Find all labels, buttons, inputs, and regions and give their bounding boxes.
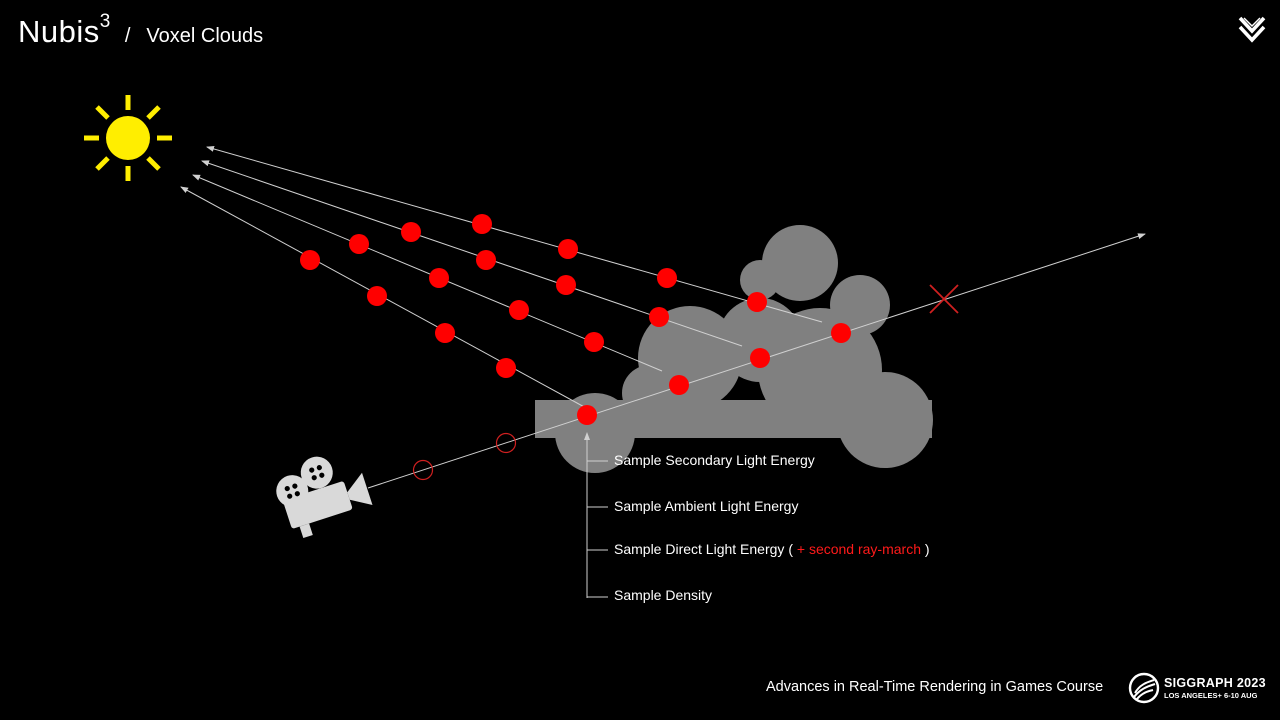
density-sample-3 (750, 348, 770, 368)
sun-icon (84, 95, 172, 181)
light-sample (558, 239, 578, 259)
density-sample-1 (577, 405, 597, 425)
light-sample (657, 268, 677, 288)
conference-name: SIGGRAPH 2023 (1164, 676, 1266, 690)
title-bar: Nubis3 / Voxel Clouds (18, 10, 264, 50)
light-sample (435, 323, 455, 343)
camera-icon (276, 456, 373, 539)
light-sample (584, 332, 604, 352)
paren-open: ( (788, 541, 793, 557)
light-sample (496, 358, 516, 378)
light-sample (476, 250, 496, 270)
siggraph-badge: SIGGRAPH 2023 LOS ANGELES+ 6-10 AUG (1128, 672, 1266, 704)
studio-logo-icon (1238, 16, 1266, 43)
light-sample (401, 222, 421, 242)
light-sample (747, 292, 767, 312)
ray-termination-mark (929, 284, 959, 314)
label-direct-light: Sample Direct Light Energy ( + second ra… (614, 541, 930, 557)
light-ray-3 (192, 174, 663, 372)
label-density: Sample Density (614, 587, 713, 603)
conference-details: LOS ANGELES+ 6-10 AUG (1164, 690, 1258, 700)
brand-name: Nubis (18, 14, 100, 49)
light-sample (556, 275, 576, 295)
light-sample (349, 234, 369, 254)
density-sample-2 (669, 375, 689, 395)
page-subtitle: Voxel Clouds (146, 25, 264, 47)
label-bracket (584, 432, 608, 598)
brand-title: Nubis3 (18, 10, 111, 50)
label-direct-light-text: Sample Direct Light Energy (614, 541, 785, 557)
density-sample-4 (831, 323, 851, 343)
light-sample (649, 307, 669, 327)
title-separator: / (124, 25, 131, 47)
course-footer: Advances in Real-Time Rendering in Games… (766, 679, 1104, 695)
light-ray-1 (206, 146, 823, 323)
cloud-shape (535, 225, 933, 473)
empty-sample-2 (495, 432, 517, 454)
light-sample (429, 268, 449, 288)
light-sample (509, 300, 529, 320)
brand-superscript: 3 (99, 10, 111, 32)
empty-sample-1 (412, 459, 434, 481)
light-sample (472, 214, 492, 234)
label-secondary-light: Sample Secondary Light Energy (614, 452, 815, 468)
light-sample (300, 250, 320, 270)
light-sample (367, 286, 387, 306)
label-ambient-light: Sample Ambient Light Energy (614, 498, 799, 514)
paren-close: ) (924, 541, 930, 557)
second-raymarch-note: + second ray-march (796, 541, 921, 557)
siggraph-logo-icon (1128, 672, 1160, 704)
